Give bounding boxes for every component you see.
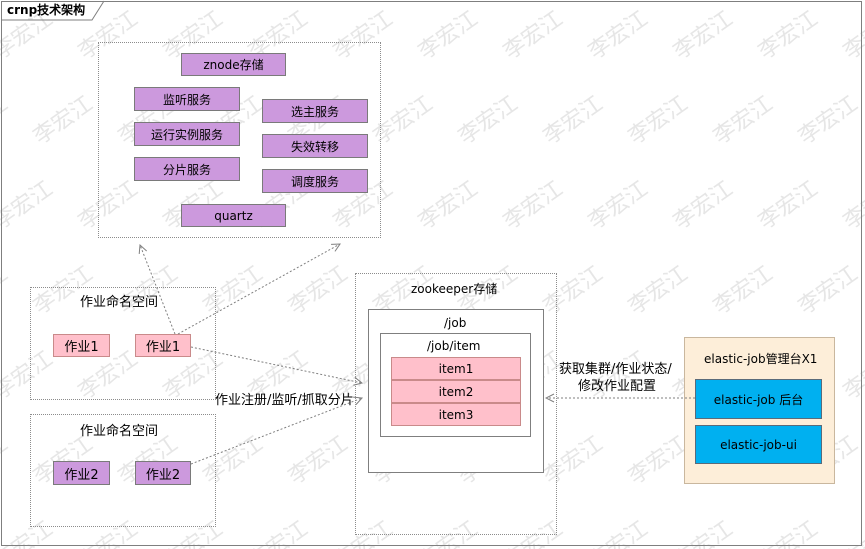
register-edge-label: 作业注册/监听/抓取分片 (215, 393, 354, 408)
item-3-box: item3 (391, 403, 521, 426)
console-edge-label-line1: 获取集群/作业状态/ (559, 362, 672, 377)
job-namespace-2 (30, 414, 216, 527)
elastic-job-console-label: elastic-job管理台X1 (704, 352, 818, 366)
job-item-node-label: /job/item (427, 339, 481, 353)
service-group (98, 42, 381, 238)
job-1b-box: 作业1 (135, 334, 191, 357)
elastic-job-ui-box: elastic-job-ui (695, 425, 822, 464)
job-2a-box: 作业2 (53, 461, 110, 485)
job-1a-box: 作业1 (53, 334, 110, 357)
job-2b-box: 作业2 (135, 461, 191, 485)
title-tab-border (1, 0, 105, 21)
page-title: crnp技术架构 (7, 3, 86, 17)
elastic-job-backend-box: elastic-job 后台 (695, 379, 822, 419)
monitor-service-box: 监听服务 (134, 87, 240, 111)
item-1-box: item1 (391, 357, 521, 380)
leader-election-service-box: 选主服务 (262, 99, 368, 123)
run-instance-service-box: 运行实例服务 (134, 122, 240, 146)
job-namespace-2-label: 作业命名空间 (80, 424, 159, 439)
job-namespace-1-label: 作业命名空间 (80, 295, 159, 310)
quartz-box: quartz (181, 204, 286, 227)
znode-storage-box: znode存储 (181, 53, 286, 76)
item-2-box: item2 (391, 380, 521, 403)
job-namespace-1 (30, 287, 216, 400)
job-node-label: /job (444, 316, 467, 330)
console-edge-label-line2: 修改作业配置 (578, 379, 657, 394)
schedule-service-box: 调度服务 (262, 169, 368, 193)
failover-service-box: 失效转移 (262, 134, 368, 158)
zookeeper-storage-label: zookeeper存储 (411, 282, 498, 296)
sharding-service-box: 分片服务 (134, 157, 240, 181)
